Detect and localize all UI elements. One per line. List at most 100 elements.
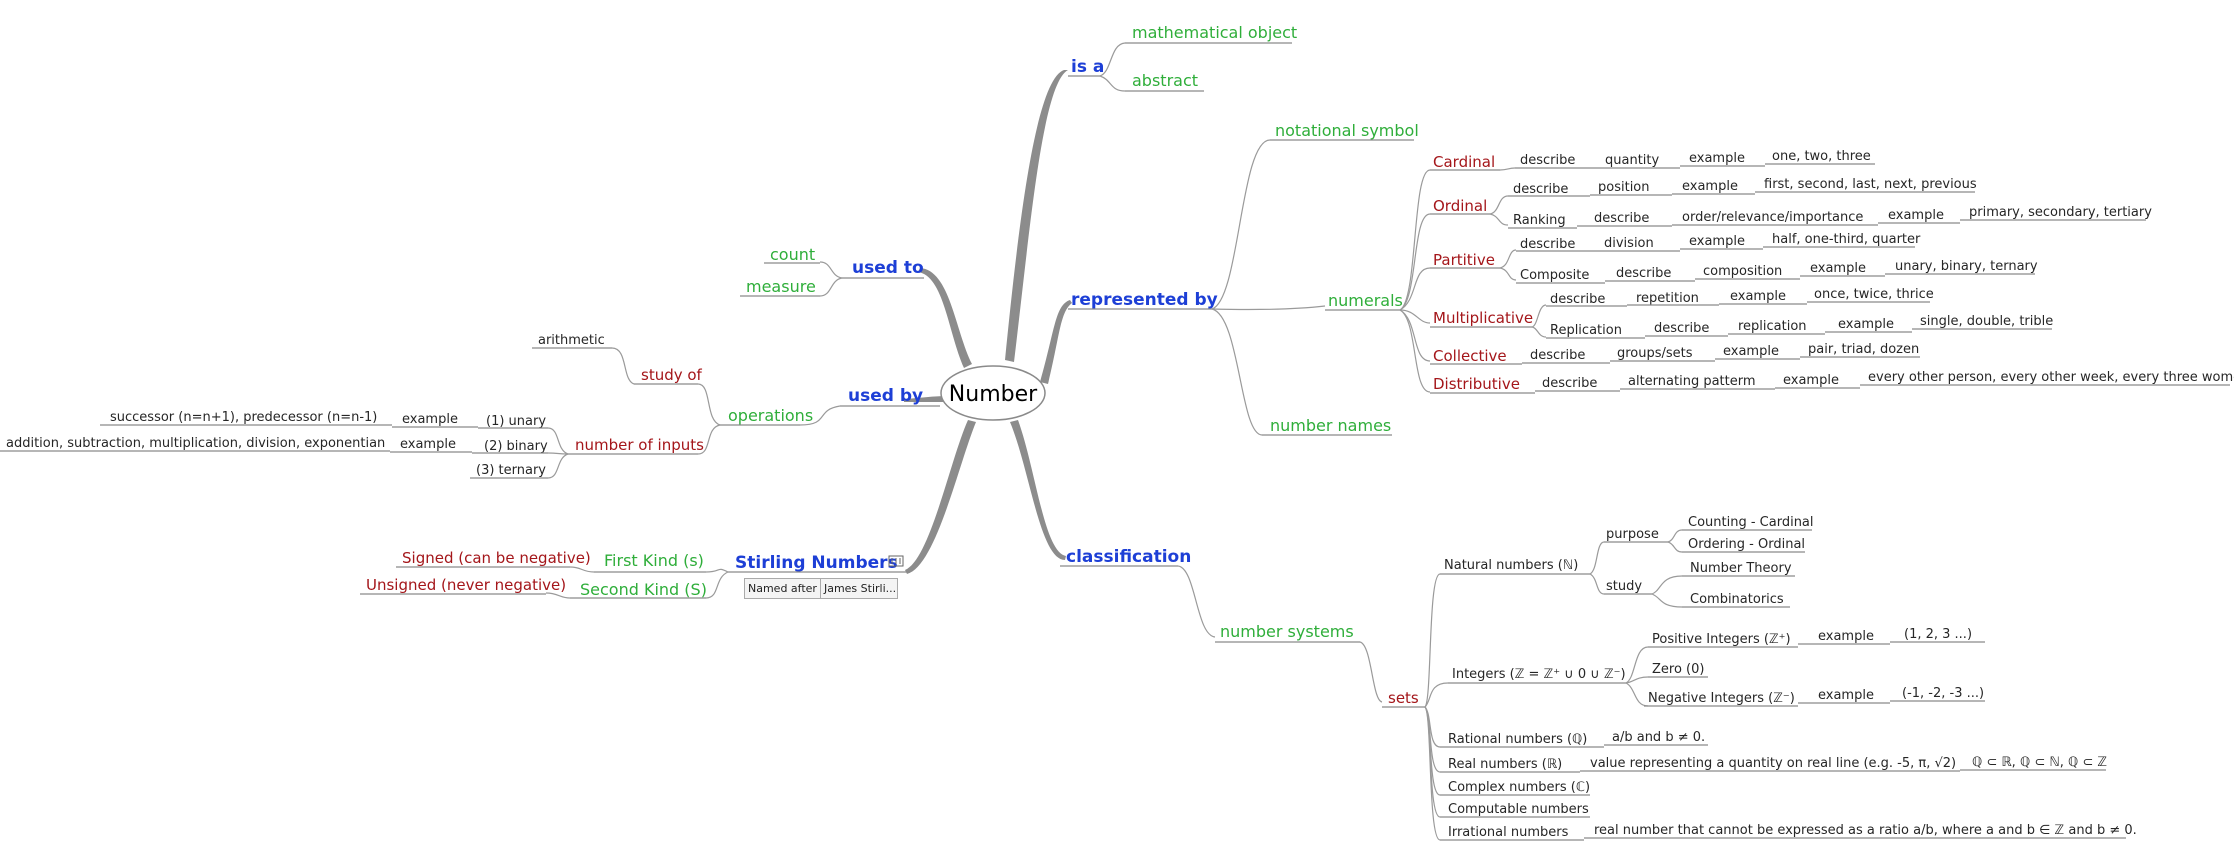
node-positive-integers[interactable]: Positive Integers (ℤ⁺) [1652, 632, 1791, 647]
node-operations[interactable]: operations [728, 406, 813, 425]
node-complex-numbers[interactable]: Complex numbers (ℂ) [1448, 780, 1590, 795]
node-unsigned: Unsigned (never negative) [366, 576, 566, 594]
node-number-of-inputs[interactable]: number of inputs [575, 436, 704, 454]
branch-represented-by[interactable]: represented by notational symbol numeral… [1068, 121, 2234, 436]
link [1531, 326, 1547, 338]
numeral-ordinal[interactable]: Ordinal describe position example first,… [1430, 177, 2152, 229]
node-real-numbers[interactable]: Real numbers (ℝ) [1448, 757, 1562, 772]
leaf: describe [1550, 292, 1605, 307]
node-computable-numbers[interactable]: Computable numbers [1448, 802, 1589, 817]
link [705, 568, 729, 573]
branch-classification[interactable]: classification number systems sets Natur… [1060, 515, 2137, 841]
node-integers[interactable]: Integers (ℤ = ℤ⁺ ∪ 0 ∪ ℤ⁻) [1452, 667, 1626, 682]
node-first-kind[interactable]: First Kind (s) [604, 551, 704, 570]
node-natural-numbers[interactable]: Natural numbers (ℕ) [1444, 558, 1578, 573]
leaf: value representing a quantity on real li… [1590, 756, 1956, 771]
leaf: position [1598, 180, 1650, 195]
link [1211, 139, 1271, 310]
attachment-icon[interactable] [888, 555, 904, 567]
leaf: example [1730, 289, 1786, 304]
leaf: example [1838, 317, 1894, 332]
branch-used-by[interactable]: used by operations study of arithmetic n… [0, 333, 940, 479]
leaf: quantity [1605, 153, 1660, 168]
node-sets[interactable]: sets [1388, 689, 1419, 707]
node-distributive: Distributive [1433, 375, 1520, 393]
link [1667, 529, 1683, 543]
link [819, 261, 843, 279]
branch-used-to-label: used to [852, 258, 924, 278]
leaf: one, two, three [1772, 149, 1871, 164]
branch-used-by-label: used by [848, 386, 923, 406]
node-rational-numbers[interactable]: Rational numbers (ℚ) [1448, 732, 1587, 747]
stirling-note-table[interactable]: Named after James Stirli... [744, 578, 898, 599]
node-multiplicative: Multiplicative [1433, 309, 1533, 327]
node-abstract[interactable]: abstract [1132, 71, 1198, 90]
node-mathematical-object[interactable]: mathematical object [1132, 23, 1297, 42]
numeral-collective[interactable]: Collective describe groups/sets example … [1430, 342, 1920, 365]
node-unary[interactable]: (1) unary [486, 414, 546, 429]
leaf: example [1810, 261, 1866, 276]
leaf: every other person, every other week, ev… [1868, 370, 2234, 385]
node-ordering-ordinal[interactable]: Ordering - Ordinal [1688, 537, 1805, 552]
node-study-of[interactable]: study of [641, 366, 703, 384]
numerals-links [1399, 169, 1431, 393]
leaf: describe [1594, 211, 1649, 226]
node-notational-symbol[interactable]: notational symbol [1275, 121, 1419, 140]
link [697, 383, 721, 426]
node-counting-cardinal[interactable]: Counting - Cardinal [1688, 515, 1814, 530]
node-measure[interactable]: measure [746, 277, 816, 296]
numeral-partitive[interactable]: Partitive describe division example half… [1430, 232, 2038, 284]
link [1211, 308, 1263, 436]
node-second-kind[interactable]: Second Kind (S) [580, 580, 707, 599]
node-ternary[interactable]: (3) ternary [476, 463, 546, 478]
leaf: Composite [1520, 268, 1589, 283]
node-negative-integers[interactable]: Negative Integers (ℤ⁻) [1648, 691, 1795, 706]
leaf: example [1689, 234, 1745, 249]
leaf: example [1689, 151, 1745, 166]
leaf: example [1818, 629, 1874, 644]
node-binary-example: example [400, 437, 456, 452]
leaf: pair, triad, dozen [1808, 342, 1919, 357]
node-study[interactable]: study [1606, 579, 1642, 594]
link [705, 571, 729, 599]
node-combinatorics[interactable]: Combinatorics [1690, 592, 1784, 607]
link [1625, 682, 1649, 707]
link [1177, 565, 1216, 638]
node-numerals[interactable]: numerals [1328, 291, 1403, 310]
node-arithmetic[interactable]: arithmetic [538, 333, 605, 348]
numeral-multiplicative[interactable]: Multiplicative describe repetition examp… [1430, 287, 2053, 339]
numeral-distributive[interactable]: Distributive describe alternating patter… [1430, 370, 2234, 394]
is-a-link-2 [1099, 75, 1126, 92]
center-node-ellipse [940, 365, 1046, 421]
link [547, 453, 569, 479]
center-node[interactable]: Number [940, 365, 1046, 421]
node-irrational-numbers[interactable]: Irrational numbers [1448, 825, 1569, 840]
leaf: describe [1513, 182, 1568, 197]
branch-is-a[interactable]: is a mathematical object abstract [1068, 23, 1297, 92]
branch-used-to[interactable]: used to count measure [740, 245, 924, 297]
node-unary-value: successor (n=n+1), predecessor (n=n-1) [110, 410, 377, 425]
node-number-names[interactable]: number names [1270, 416, 1391, 435]
numeral-cardinal[interactable]: Cardinal describe quantity example one, … [1430, 149, 1875, 171]
is-a-link-1 [1099, 42, 1126, 77]
link [1499, 167, 1516, 171]
branch-is-a-label: is a [1071, 57, 1104, 77]
leaf: describe [1542, 376, 1597, 391]
note-cell-james-stirling: James Stirli... [823, 582, 897, 595]
branch-stirling-numbers[interactable]: Stirling Numbers First Kind (s) Second K… [360, 549, 910, 599]
node-collective: Collective [1433, 347, 1507, 365]
leaf: real number that cannot be expressed as … [1594, 823, 2137, 838]
node-purpose[interactable]: purpose [1606, 527, 1659, 542]
link [1531, 304, 1547, 328]
leaf: division [1604, 236, 1654, 251]
leaf: unary, binary, ternary [1895, 259, 2038, 274]
node-binary[interactable]: (2) binary [484, 439, 548, 454]
node-zero[interactable]: Zero (0) [1652, 662, 1704, 677]
node-count[interactable]: count [770, 245, 815, 264]
link [1625, 646, 1649, 684]
link [1625, 676, 1649, 684]
node-number-theory[interactable]: Number Theory [1690, 561, 1792, 576]
node-number-systems[interactable]: number systems [1220, 622, 1354, 641]
leaf: (-1, -2, -3 ...) [1902, 686, 1984, 701]
